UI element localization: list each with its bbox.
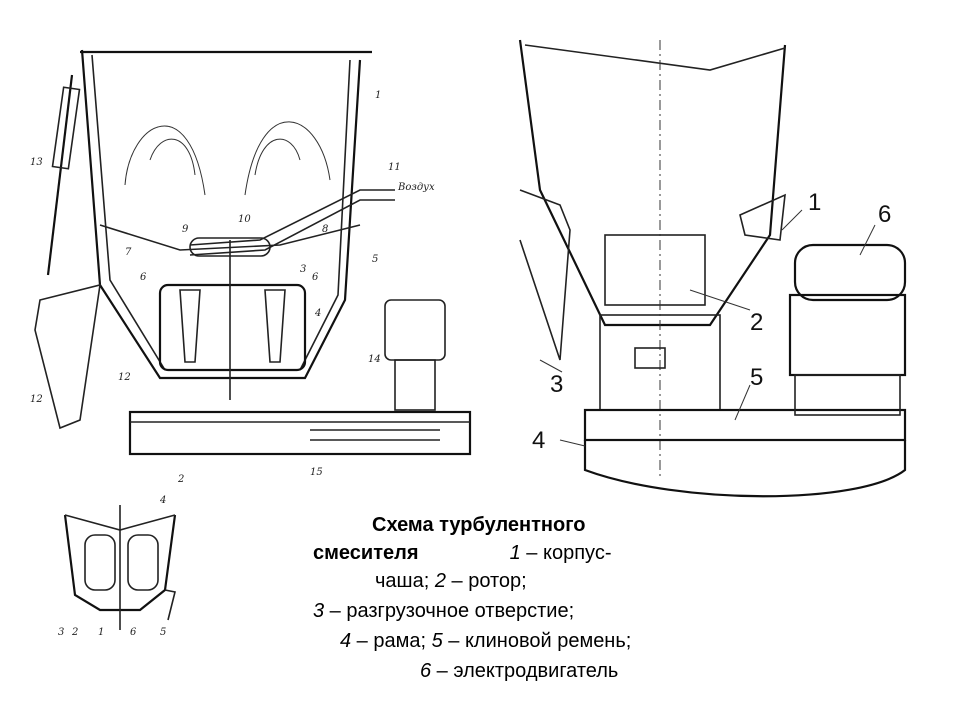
gearbox-window xyxy=(634,347,666,369)
label-15: 15 xyxy=(310,467,323,478)
motor-cap xyxy=(793,243,907,302)
motor-base xyxy=(794,374,901,416)
bowl-side-plate xyxy=(739,193,786,241)
label-9: 9 xyxy=(182,224,189,235)
caption-text-3: – разгрузочное отверстие; xyxy=(324,600,575,622)
air-duct xyxy=(189,189,395,246)
bowl-inner-wall-right xyxy=(299,59,351,371)
leader-5 xyxy=(734,384,751,421)
flow-arrow-right-inner xyxy=(254,138,301,176)
caption-text-5: – клиновой ремень; xyxy=(442,630,632,652)
motor-body xyxy=(788,293,907,377)
small-rotor-right xyxy=(127,534,159,591)
rotor-block xyxy=(604,234,706,306)
actuator-cylinder xyxy=(46,74,74,276)
caption-line-4: 3 – разгрузочное отверстие; xyxy=(313,596,574,626)
caption-num-2: 2 xyxy=(434,570,446,592)
motor-stand xyxy=(394,359,436,411)
caption-text-2: – ротор; xyxy=(445,570,527,592)
label-6b: 6 xyxy=(312,272,319,283)
caption-title-1: Схема турбулентного xyxy=(372,514,586,536)
rotor-body xyxy=(158,283,307,372)
base-frame xyxy=(583,440,907,498)
leader-2 xyxy=(689,289,751,311)
label-8: 8 xyxy=(322,224,328,235)
label-5: 5 xyxy=(372,254,378,265)
label-12a: 12 xyxy=(30,394,43,405)
rotor-blade-left xyxy=(179,289,201,363)
small-label-5: 5 xyxy=(160,627,166,638)
caption-line-2: смесителя 1 – корпус- xyxy=(313,538,611,568)
caption-text-1b: чаша; xyxy=(375,570,435,592)
flow-arrow-left-inner xyxy=(149,138,196,176)
small-schematic: 4 3 2 1 6 5 xyxy=(58,495,177,638)
mixer-bowl-outline xyxy=(80,49,362,380)
small-rotor-left xyxy=(84,534,116,591)
frame-beam xyxy=(583,408,907,442)
mixer-front-drawing: 1 2 3 4 5 6 xyxy=(518,39,907,498)
caption-num-4: 4 xyxy=(340,630,352,652)
actuator-body xyxy=(51,86,81,170)
label-11: 11 xyxy=(388,162,401,173)
caption-text-4: – рама; xyxy=(351,630,432,652)
label-10: 10 xyxy=(238,214,251,225)
label-7: 7 xyxy=(125,247,132,258)
small-label-2: 2 xyxy=(71,627,78,638)
air-duct-lower xyxy=(189,199,395,256)
discharge-flap xyxy=(34,283,101,430)
caption-num-3: 3 xyxy=(313,600,325,622)
leader-1 xyxy=(781,209,803,231)
label-4: 4 xyxy=(314,308,321,319)
air-label: Воздух xyxy=(397,182,435,193)
caption-num-6: 6 xyxy=(420,660,432,682)
small-label-1: 1 xyxy=(98,627,104,638)
leader-4 xyxy=(559,439,586,447)
flow-arrow-right xyxy=(244,121,331,196)
label-4: 4 xyxy=(532,427,545,454)
label-6a: 6 xyxy=(140,272,147,283)
bowl-top-edge xyxy=(524,44,786,71)
motor-housing xyxy=(384,299,446,361)
discharge-door xyxy=(519,189,571,361)
caption-line-3: чаша; 2 – ротор; xyxy=(375,566,527,596)
caption-line-5: 4 – рама; 5 – клиновой ремень; xyxy=(340,626,631,656)
caption-line-1: Схема турбулентного xyxy=(372,510,585,540)
label-14: 14 xyxy=(368,354,381,365)
label-2: 2 xyxy=(750,309,763,336)
caption-title-2: смесителя xyxy=(313,542,419,564)
caption-line-6: 6 – электродвигатель xyxy=(420,656,618,686)
small-label-3: 3 xyxy=(58,627,64,638)
label-3: 3 xyxy=(550,371,563,398)
flow-arrow-left xyxy=(124,125,206,196)
label-5: 5 xyxy=(750,364,763,391)
small-label-6: 6 xyxy=(130,627,137,638)
label-1: 1 xyxy=(375,90,381,101)
rotor-blade-right xyxy=(264,289,286,363)
leader-6 xyxy=(859,224,876,256)
label-2: 2 xyxy=(177,474,184,485)
caption-text-6: – электродвигатель xyxy=(431,660,619,682)
label-6: 6 xyxy=(878,201,891,228)
label-12b: 12 xyxy=(118,372,131,383)
bowl-inner-wall xyxy=(91,54,166,371)
base-frame xyxy=(128,410,472,456)
mixer-section-drawing: 1 2 3 4 5 6 6 7 8 9 10 11 12 12 13 14 15… xyxy=(30,49,472,485)
leader-3 xyxy=(539,359,563,373)
bowl-outline xyxy=(518,39,787,327)
caption-num-1: 1 xyxy=(509,542,521,564)
small-label-4: 4 xyxy=(159,495,166,506)
small-belt xyxy=(164,589,176,621)
label-1: 1 xyxy=(808,189,821,216)
caption-num-5: 5 xyxy=(431,630,443,652)
caption-text-1: – корпус- xyxy=(520,542,612,564)
label-13: 13 xyxy=(30,157,43,168)
label-3: 3 xyxy=(300,264,306,275)
